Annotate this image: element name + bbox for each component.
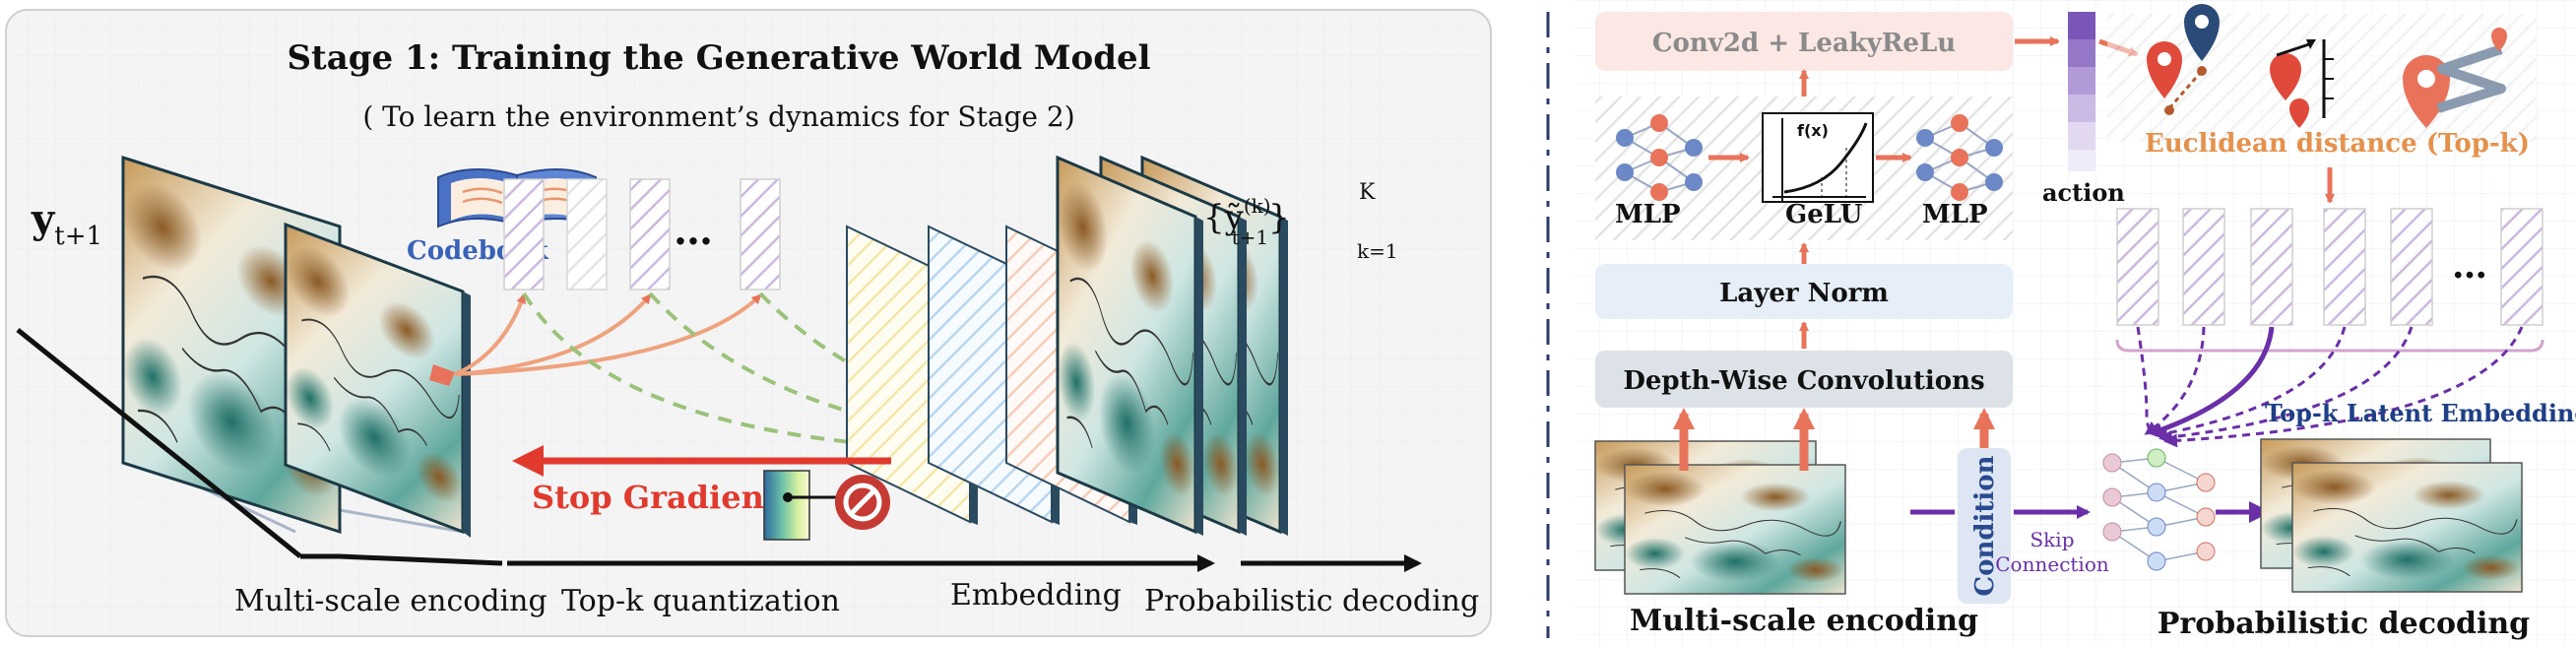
input-map-scale2 xyxy=(284,222,471,538)
output-k1: k=1 xyxy=(1357,239,1398,263)
ruler-icon xyxy=(2270,39,2334,128)
output-K: K xyxy=(1359,180,1376,205)
gelu-fx: f(x) xyxy=(1797,121,1829,140)
input-label: yt+1 xyxy=(31,196,102,251)
mlp-left-label: MLP xyxy=(1615,200,1681,229)
topk-vector xyxy=(2500,208,2544,326)
layer-norm-label: Layer Norm xyxy=(1719,279,1889,308)
skip-label-1: Skip xyxy=(2029,528,2074,551)
quant-arrow xyxy=(454,293,762,376)
action-label: action xyxy=(2042,178,2125,207)
route-icon xyxy=(2403,28,2507,128)
topk-vector xyxy=(2323,208,2366,326)
step-label: Embedding xyxy=(950,578,1122,613)
gelu-icon xyxy=(1762,112,1874,203)
codebook-vector xyxy=(740,178,781,291)
euclid-label: Euclidean distance (Top-k) xyxy=(2145,129,2530,159)
colorbar-icon xyxy=(763,470,810,541)
stage2-panel: Conv2d + LeakyReLu MLP f(x) GeLU xyxy=(1576,0,2576,646)
step-label: Probabilistic decoding xyxy=(1144,584,1479,618)
topk-brace xyxy=(2115,339,2544,353)
codebook-ellipsis: … xyxy=(674,208,713,254)
depthwise-block xyxy=(1595,351,2013,408)
mlp-left-icon xyxy=(1616,114,1703,201)
condition-label: Condition xyxy=(1970,455,2000,596)
output-label: {ỹ(k)t+1} xyxy=(1203,194,1290,249)
codebook-vector xyxy=(503,178,545,291)
topk-vector xyxy=(2390,208,2433,326)
embed-arrow xyxy=(648,291,1033,451)
gelu-label: GeLU xyxy=(1785,200,1863,229)
stage1-title: Stage 1: Training the Generative World M… xyxy=(287,38,1150,78)
topk-vectors xyxy=(2116,208,2544,326)
location-pin-icon xyxy=(2147,4,2220,115)
conv-label: Conv2d + LeakyReLu xyxy=(1652,29,1956,58)
skip-label-2: Connection xyxy=(1995,552,2109,576)
condition-block xyxy=(1958,448,2011,604)
action-bar xyxy=(2068,12,2095,171)
step-label: Top-k quantization xyxy=(561,584,840,618)
decoded-output-stack xyxy=(1056,155,1288,536)
layer-norm-block xyxy=(1595,264,2013,319)
mlp-right-icon xyxy=(1916,114,2003,201)
codebook-vectors xyxy=(503,178,781,291)
stop-gradient-label: Stop Gradient xyxy=(532,479,779,516)
baseline-diagonal xyxy=(16,328,302,558)
encoder-input-maps xyxy=(1594,440,1847,595)
stage1-subtitle: ( To learn the environment’s dynamics fo… xyxy=(362,100,1074,133)
topk-vector xyxy=(2116,208,2159,326)
step-label: Multi-scale encoding xyxy=(234,584,547,618)
codebook-vector xyxy=(566,178,608,291)
codebook-vector xyxy=(629,178,671,291)
conv-block xyxy=(1595,12,2013,71)
quant-arrow xyxy=(454,293,526,376)
mlp-right-label: MLP xyxy=(1922,200,1988,229)
dec-label: Probabilistic decoding xyxy=(2157,607,2530,641)
patch-marker xyxy=(429,364,455,386)
stage1-panel: Stage 1: Training the Generative World M… xyxy=(5,9,1492,637)
topk-vector xyxy=(2182,208,2225,326)
topk-embedding-label: Top-k Latent Embedding xyxy=(2265,399,2576,427)
decoder-output-maps xyxy=(2260,438,2523,593)
enc-label: Multi-scale encoding xyxy=(1630,604,1978,638)
topk-vector xyxy=(2250,208,2293,326)
decoder-network-icon xyxy=(2102,448,2216,571)
depthwise-label: Depth-Wise Convolutions xyxy=(1623,366,1984,396)
stop-icon xyxy=(835,475,890,530)
topk-ellipsis: … xyxy=(2452,245,2487,287)
